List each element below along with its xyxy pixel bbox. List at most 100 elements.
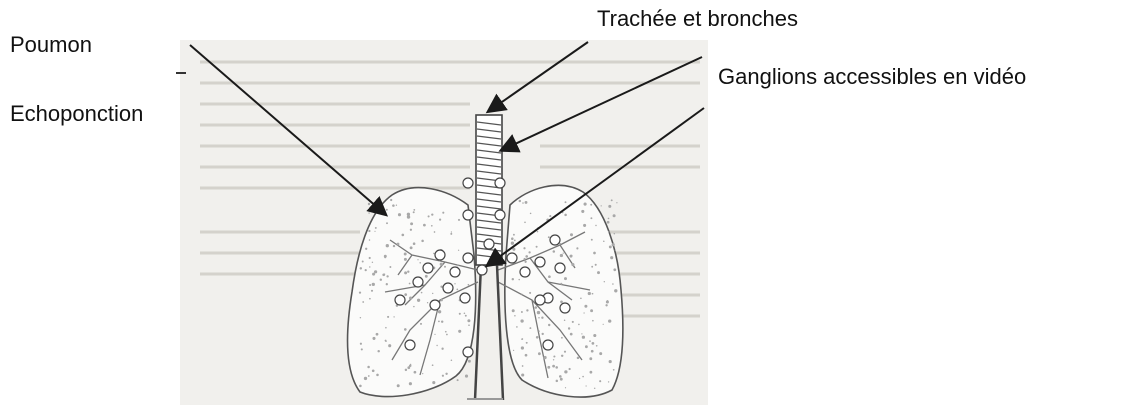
lymph-node bbox=[484, 239, 494, 249]
speckle bbox=[436, 345, 437, 346]
speckle bbox=[564, 277, 567, 280]
speckle bbox=[541, 317, 543, 319]
speckle bbox=[438, 321, 440, 323]
speckle bbox=[530, 213, 532, 215]
speckle bbox=[369, 239, 371, 241]
speckle bbox=[560, 283, 562, 285]
speckle bbox=[519, 200, 521, 202]
speckle bbox=[589, 357, 592, 360]
speckle bbox=[454, 283, 455, 284]
speckle bbox=[596, 345, 598, 347]
speckle bbox=[616, 202, 617, 203]
speckle bbox=[359, 385, 362, 388]
lymph-node bbox=[495, 178, 505, 188]
speckle bbox=[593, 252, 596, 255]
speckle bbox=[386, 209, 388, 211]
speckle bbox=[529, 292, 531, 294]
speckle bbox=[404, 293, 407, 296]
speckle bbox=[386, 244, 389, 247]
speckle bbox=[612, 243, 615, 246]
speckle bbox=[521, 373, 524, 376]
lymph-node bbox=[460, 293, 470, 303]
speckle bbox=[387, 316, 389, 318]
speckle bbox=[423, 224, 426, 227]
speckle bbox=[536, 336, 539, 339]
speckle bbox=[526, 342, 528, 344]
speckle bbox=[420, 323, 422, 325]
speckle bbox=[513, 234, 515, 236]
speckle bbox=[615, 250, 616, 251]
speckle bbox=[543, 356, 546, 359]
speckle bbox=[590, 204, 592, 206]
speckle bbox=[599, 352, 602, 355]
speckle bbox=[445, 373, 447, 375]
speckle bbox=[521, 346, 524, 349]
speckle bbox=[446, 334, 448, 336]
speckle bbox=[599, 380, 601, 382]
speckle bbox=[525, 354, 528, 357]
speckle bbox=[608, 205, 611, 208]
speckle bbox=[608, 319, 611, 322]
speckle bbox=[581, 333, 582, 334]
speckle bbox=[592, 320, 594, 322]
speckle bbox=[468, 360, 471, 363]
speckle bbox=[572, 321, 574, 323]
speckle bbox=[397, 384, 400, 387]
speckle bbox=[518, 279, 519, 280]
speckle bbox=[525, 201, 528, 204]
speckle bbox=[432, 381, 435, 384]
speckle bbox=[612, 283, 614, 285]
speckle bbox=[409, 283, 411, 285]
speckle bbox=[513, 350, 514, 351]
speckle bbox=[392, 204, 395, 207]
speckle bbox=[360, 267, 362, 269]
speckle bbox=[409, 297, 412, 300]
lymph-node bbox=[463, 253, 473, 263]
speckle bbox=[445, 331, 447, 333]
lymph-node bbox=[443, 283, 453, 293]
speckle bbox=[512, 309, 515, 312]
speckle bbox=[548, 275, 551, 278]
lymph-node bbox=[543, 340, 553, 350]
speckle bbox=[375, 227, 377, 229]
speckle bbox=[516, 326, 518, 328]
speckle bbox=[451, 231, 452, 232]
speckle bbox=[409, 382, 412, 385]
speckle bbox=[393, 245, 395, 247]
speckle bbox=[520, 319, 523, 322]
speckle bbox=[377, 199, 380, 202]
speckle bbox=[457, 379, 459, 381]
speckle bbox=[595, 225, 596, 226]
speckle bbox=[421, 292, 423, 294]
speckle bbox=[590, 309, 593, 312]
speckle bbox=[438, 310, 441, 313]
speckle bbox=[468, 284, 470, 286]
speckle bbox=[376, 374, 379, 377]
speckle bbox=[591, 239, 593, 241]
speckle bbox=[361, 348, 363, 350]
speckle bbox=[413, 209, 415, 211]
speckle bbox=[548, 236, 550, 238]
lymph-node bbox=[463, 210, 473, 220]
speckle bbox=[608, 218, 610, 220]
speckle bbox=[536, 246, 538, 248]
speckle bbox=[576, 247, 578, 249]
speckle bbox=[413, 242, 416, 245]
speckle bbox=[413, 306, 414, 307]
speckle bbox=[434, 334, 435, 335]
speckle bbox=[555, 366, 558, 369]
speckle bbox=[413, 211, 415, 213]
speckle bbox=[386, 275, 388, 277]
speckle bbox=[439, 219, 441, 221]
speckle bbox=[585, 345, 588, 348]
speckle bbox=[521, 293, 522, 294]
speckle bbox=[582, 336, 585, 339]
speckle bbox=[565, 201, 567, 203]
speckle bbox=[560, 254, 563, 257]
speckle bbox=[604, 281, 605, 282]
speckle bbox=[607, 221, 610, 224]
speckle bbox=[553, 359, 554, 360]
speckle bbox=[404, 328, 407, 331]
speckle bbox=[610, 256, 613, 259]
speckle bbox=[393, 316, 394, 317]
